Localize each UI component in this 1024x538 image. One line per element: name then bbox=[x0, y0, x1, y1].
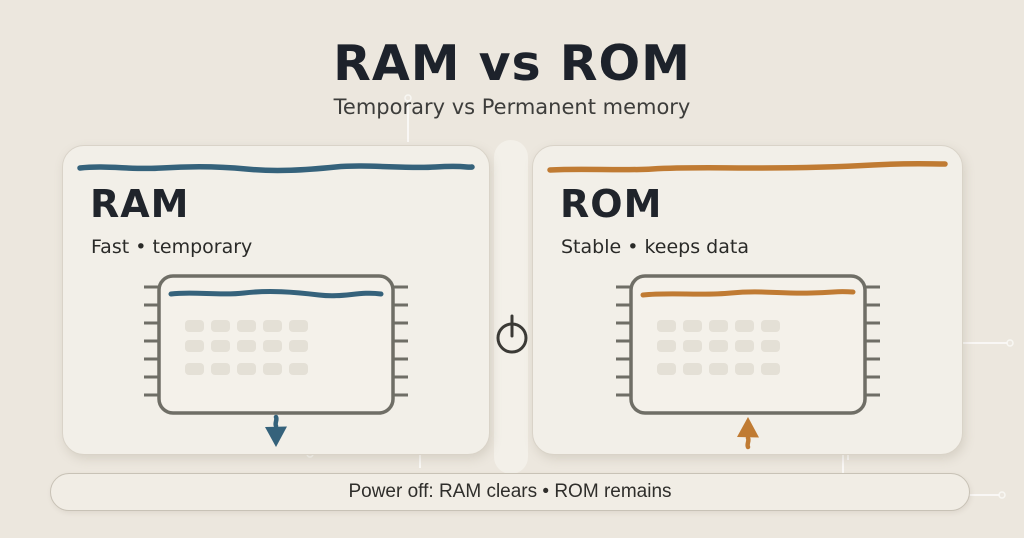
footer-summary-bar: Power off: RAM clears • ROM remains bbox=[50, 473, 970, 511]
ram-card: RAM Fast • temporary bbox=[62, 145, 490, 455]
arrow-up-icon bbox=[736, 417, 759, 450]
ram-card-tagline: Fast • temporary bbox=[91, 236, 253, 258]
rom-card: ROM Stable • keeps data bbox=[532, 145, 963, 455]
arrow-down-icon bbox=[265, 414, 287, 447]
ram-accent-line bbox=[77, 163, 475, 174]
rom-card-title: ROM bbox=[560, 182, 663, 226]
page-title: RAM vs ROM bbox=[333, 35, 691, 92]
center-divider-rail bbox=[494, 140, 528, 474]
memory-chip-icon bbox=[615, 274, 880, 415]
rom-accent-line bbox=[547, 161, 948, 173]
rom-card-tagline: Stable • keeps data bbox=[561, 236, 749, 258]
page-subtitle: Temporary vs Permanent memory bbox=[333, 95, 691, 120]
ram-card-title: RAM bbox=[90, 182, 190, 226]
memory-chip-icon bbox=[144, 274, 408, 415]
power-icon bbox=[489, 310, 535, 360]
footer-summary-text: Power off: RAM clears • ROM remains bbox=[348, 481, 672, 502]
header: RAM vs ROM Temporary vs Permanent memory bbox=[0, 0, 1024, 120]
